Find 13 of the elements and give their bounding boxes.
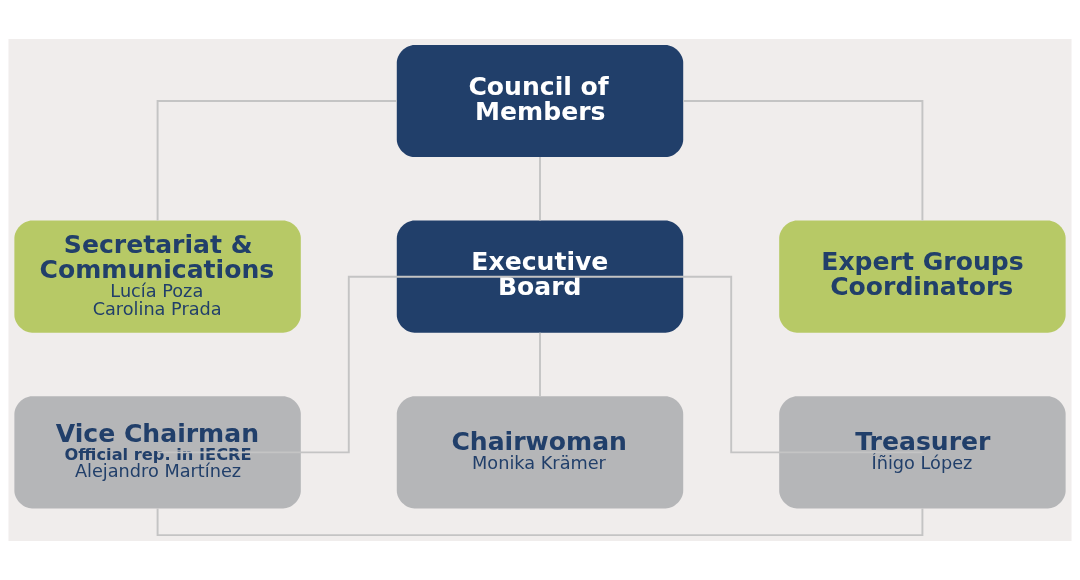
node-box: Executive Board	[396, 220, 684, 333]
connector	[539, 275, 924, 454]
node-box: Council of Members	[396, 44, 684, 158]
node-box: Treasurer Íñigo López	[779, 396, 1066, 509]
node-box: Chairwoman Monika Krämer	[396, 396, 684, 509]
connector	[156, 100, 398, 222]
node-box: Secretariat & Communications Lucía Poza Carolina Prada	[14, 220, 301, 333]
connector	[539, 331, 541, 398]
connector	[682, 100, 924, 222]
connector	[156, 507, 924, 537]
connector	[156, 275, 541, 454]
connector	[539, 156, 541, 222]
node-box: Expert Groups Coordinators	[779, 220, 1066, 333]
